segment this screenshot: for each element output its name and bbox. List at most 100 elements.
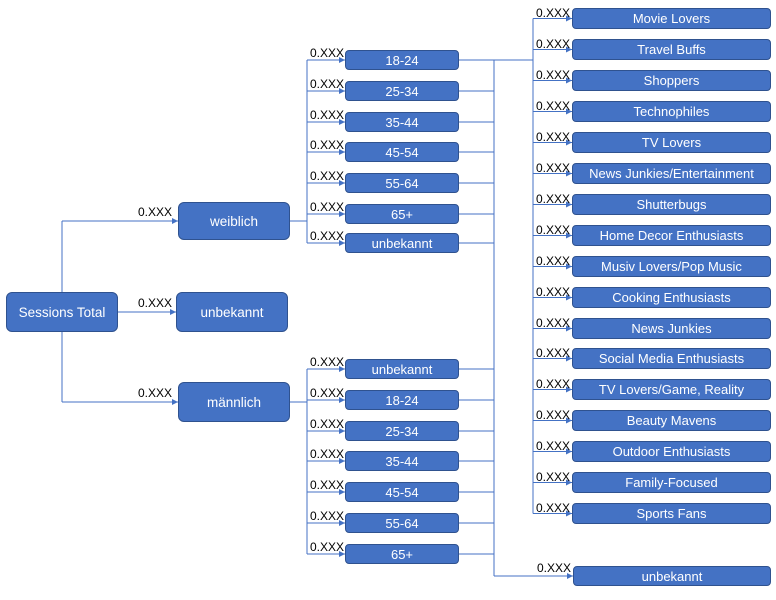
weight-label: 0.XXX: [310, 169, 345, 183]
node-label: 25-34: [385, 83, 419, 99]
arrow-head: [566, 325, 572, 332]
node-female-age[interactable]: 25-34: [345, 81, 459, 101]
node-male-age[interactable]: 55-64: [345, 513, 459, 533]
node-label: 65+: [390, 206, 414, 222]
weight-label: 0.XXX: [310, 77, 345, 91]
arrow-head: [172, 218, 178, 224]
arrow-head: [566, 386, 572, 393]
arrow-head: [339, 57, 345, 63]
weight-label: 0.XXX: [536, 408, 571, 422]
node-female-age[interactable]: 45-54: [345, 142, 459, 162]
arrow-head: [339, 180, 345, 186]
node-label: unbekannt: [200, 304, 264, 320]
weight-label: 0.XXX: [536, 316, 571, 330]
node-interest[interactable]: Shutterbugs: [572, 194, 771, 215]
node-interest[interactable]: Home Decor Enthusiasts: [572, 225, 771, 246]
node-sessions-total[interactable]: Sessions Total: [6, 292, 118, 332]
arrow-head: [339, 366, 345, 372]
arrow-head: [170, 309, 176, 315]
weight-label: 0.XXX: [536, 68, 571, 82]
node-interest[interactable]: TV Lovers/Game, Reality: [572, 379, 771, 400]
node-female-age[interactable]: 55-64: [345, 173, 459, 193]
node-label: 45-54: [385, 144, 419, 160]
arrow-head: [567, 573, 573, 579]
arrow-head: [339, 149, 345, 155]
node-interest[interactable]: Cooking Enthusiasts: [572, 287, 771, 308]
node-interest[interactable]: TV Lovers: [572, 132, 771, 153]
weight-label: 0.XXX: [536, 346, 571, 360]
node-label: 65+: [390, 546, 414, 562]
node-gender-unbekannt[interactable]: unbekannt: [176, 292, 288, 332]
node-female-age[interactable]: 18-24: [345, 50, 459, 70]
node-interest[interactable]: Beauty Mavens: [572, 410, 771, 431]
arrow-head: [566, 77, 572, 84]
node-label: Sessions Total: [18, 304, 106, 320]
node-interest[interactable]: News Junkies: [572, 318, 771, 339]
weight-label: 0.XXX: [310, 478, 345, 492]
node-male-age[interactable]: 65+: [345, 544, 459, 564]
weight-label: 0.XXX: [138, 296, 173, 310]
weight-label: 0.XXX: [310, 355, 345, 369]
node-interest[interactable]: Outdoor Enthusiasts: [572, 441, 771, 462]
node-label: Musiv Lovers/Pop Music: [601, 259, 742, 274]
arrow-head: [339, 458, 345, 464]
node-interest[interactable]: Technophiles: [572, 101, 771, 122]
arrow-head: [566, 510, 572, 517]
node-label: TV Lovers/Game, Reality: [598, 382, 745, 397]
node-label: Family-Focused: [625, 475, 718, 490]
node-interest[interactable]: Musiv Lovers/Pop Music: [572, 256, 771, 277]
node-interest[interactable]: Movie Lovers: [572, 8, 771, 29]
arrow-head: [339, 88, 345, 94]
node-label: 55-64: [385, 515, 419, 531]
node-male-age[interactable]: unbekannt: [345, 359, 459, 379]
arrow-head: [566, 139, 572, 146]
node-label: 55-64: [385, 175, 419, 191]
arrow-head: [172, 399, 178, 405]
node-maennlich[interactable]: männlich: [178, 382, 290, 422]
node-male-age[interactable]: 18-24: [345, 390, 459, 410]
node-male-age[interactable]: 25-34: [345, 421, 459, 441]
node-interest-unbekannt[interactable]: unbekannt: [573, 566, 771, 586]
node-female-age[interactable]: 65+: [345, 204, 459, 224]
weight-label: 0.XXX: [310, 509, 345, 523]
weight-label: 0.XXX: [310, 200, 345, 214]
arrow-head: [339, 397, 345, 403]
weight-label: 0.XXX: [536, 99, 571, 113]
node-female-age[interactable]: unbekannt: [345, 233, 459, 253]
weight-label: 0.XXX: [536, 501, 571, 515]
arrow-head: [566, 15, 572, 22]
node-interest[interactable]: Family-Focused: [572, 472, 771, 493]
weight-label: 0.XXX: [536, 37, 571, 51]
node-female-age[interactable]: 35-44: [345, 112, 459, 132]
node-weiblich[interactable]: weiblich: [178, 202, 290, 240]
arrow-head: [339, 211, 345, 217]
node-label: unbekannt: [371, 235, 433, 251]
arrow-head: [566, 46, 572, 53]
arrow-head: [566, 479, 572, 486]
node-label: Outdoor Enthusiasts: [612, 444, 731, 459]
weight-label: 0.XXX: [310, 108, 345, 122]
node-label: News Junkies: [631, 321, 712, 336]
node-interest[interactable]: Travel Buffs: [572, 39, 771, 60]
weight-label: 0.XXX: [310, 46, 345, 60]
node-label: Travel Buffs: [637, 42, 706, 57]
arrow-head: [339, 428, 345, 434]
weight-label: 0.XXX: [310, 229, 345, 243]
arrow-head: [566, 232, 572, 239]
weight-label: 0.XXX: [536, 439, 571, 453]
node-interest[interactable]: Sports Fans: [572, 503, 771, 524]
weight-label: 0.XXX: [536, 285, 571, 299]
node-interest[interactable]: Shoppers: [572, 70, 771, 91]
weight-label: 0.XXX: [536, 377, 571, 391]
arrow-head: [566, 355, 572, 362]
node-interest[interactable]: Social Media Enthusiasts: [572, 348, 771, 369]
node-label: Cooking Enthusiasts: [612, 290, 731, 305]
arrow-head: [339, 119, 345, 125]
node-interest[interactable]: News Junkies/Entertainment: [572, 163, 771, 184]
node-label: 35-44: [385, 453, 419, 469]
node-male-age[interactable]: 35-44: [345, 451, 459, 471]
node-male-age[interactable]: 45-54: [345, 482, 459, 502]
arrow-head: [566, 263, 572, 270]
weight-label: 0.XXX: [536, 192, 571, 206]
